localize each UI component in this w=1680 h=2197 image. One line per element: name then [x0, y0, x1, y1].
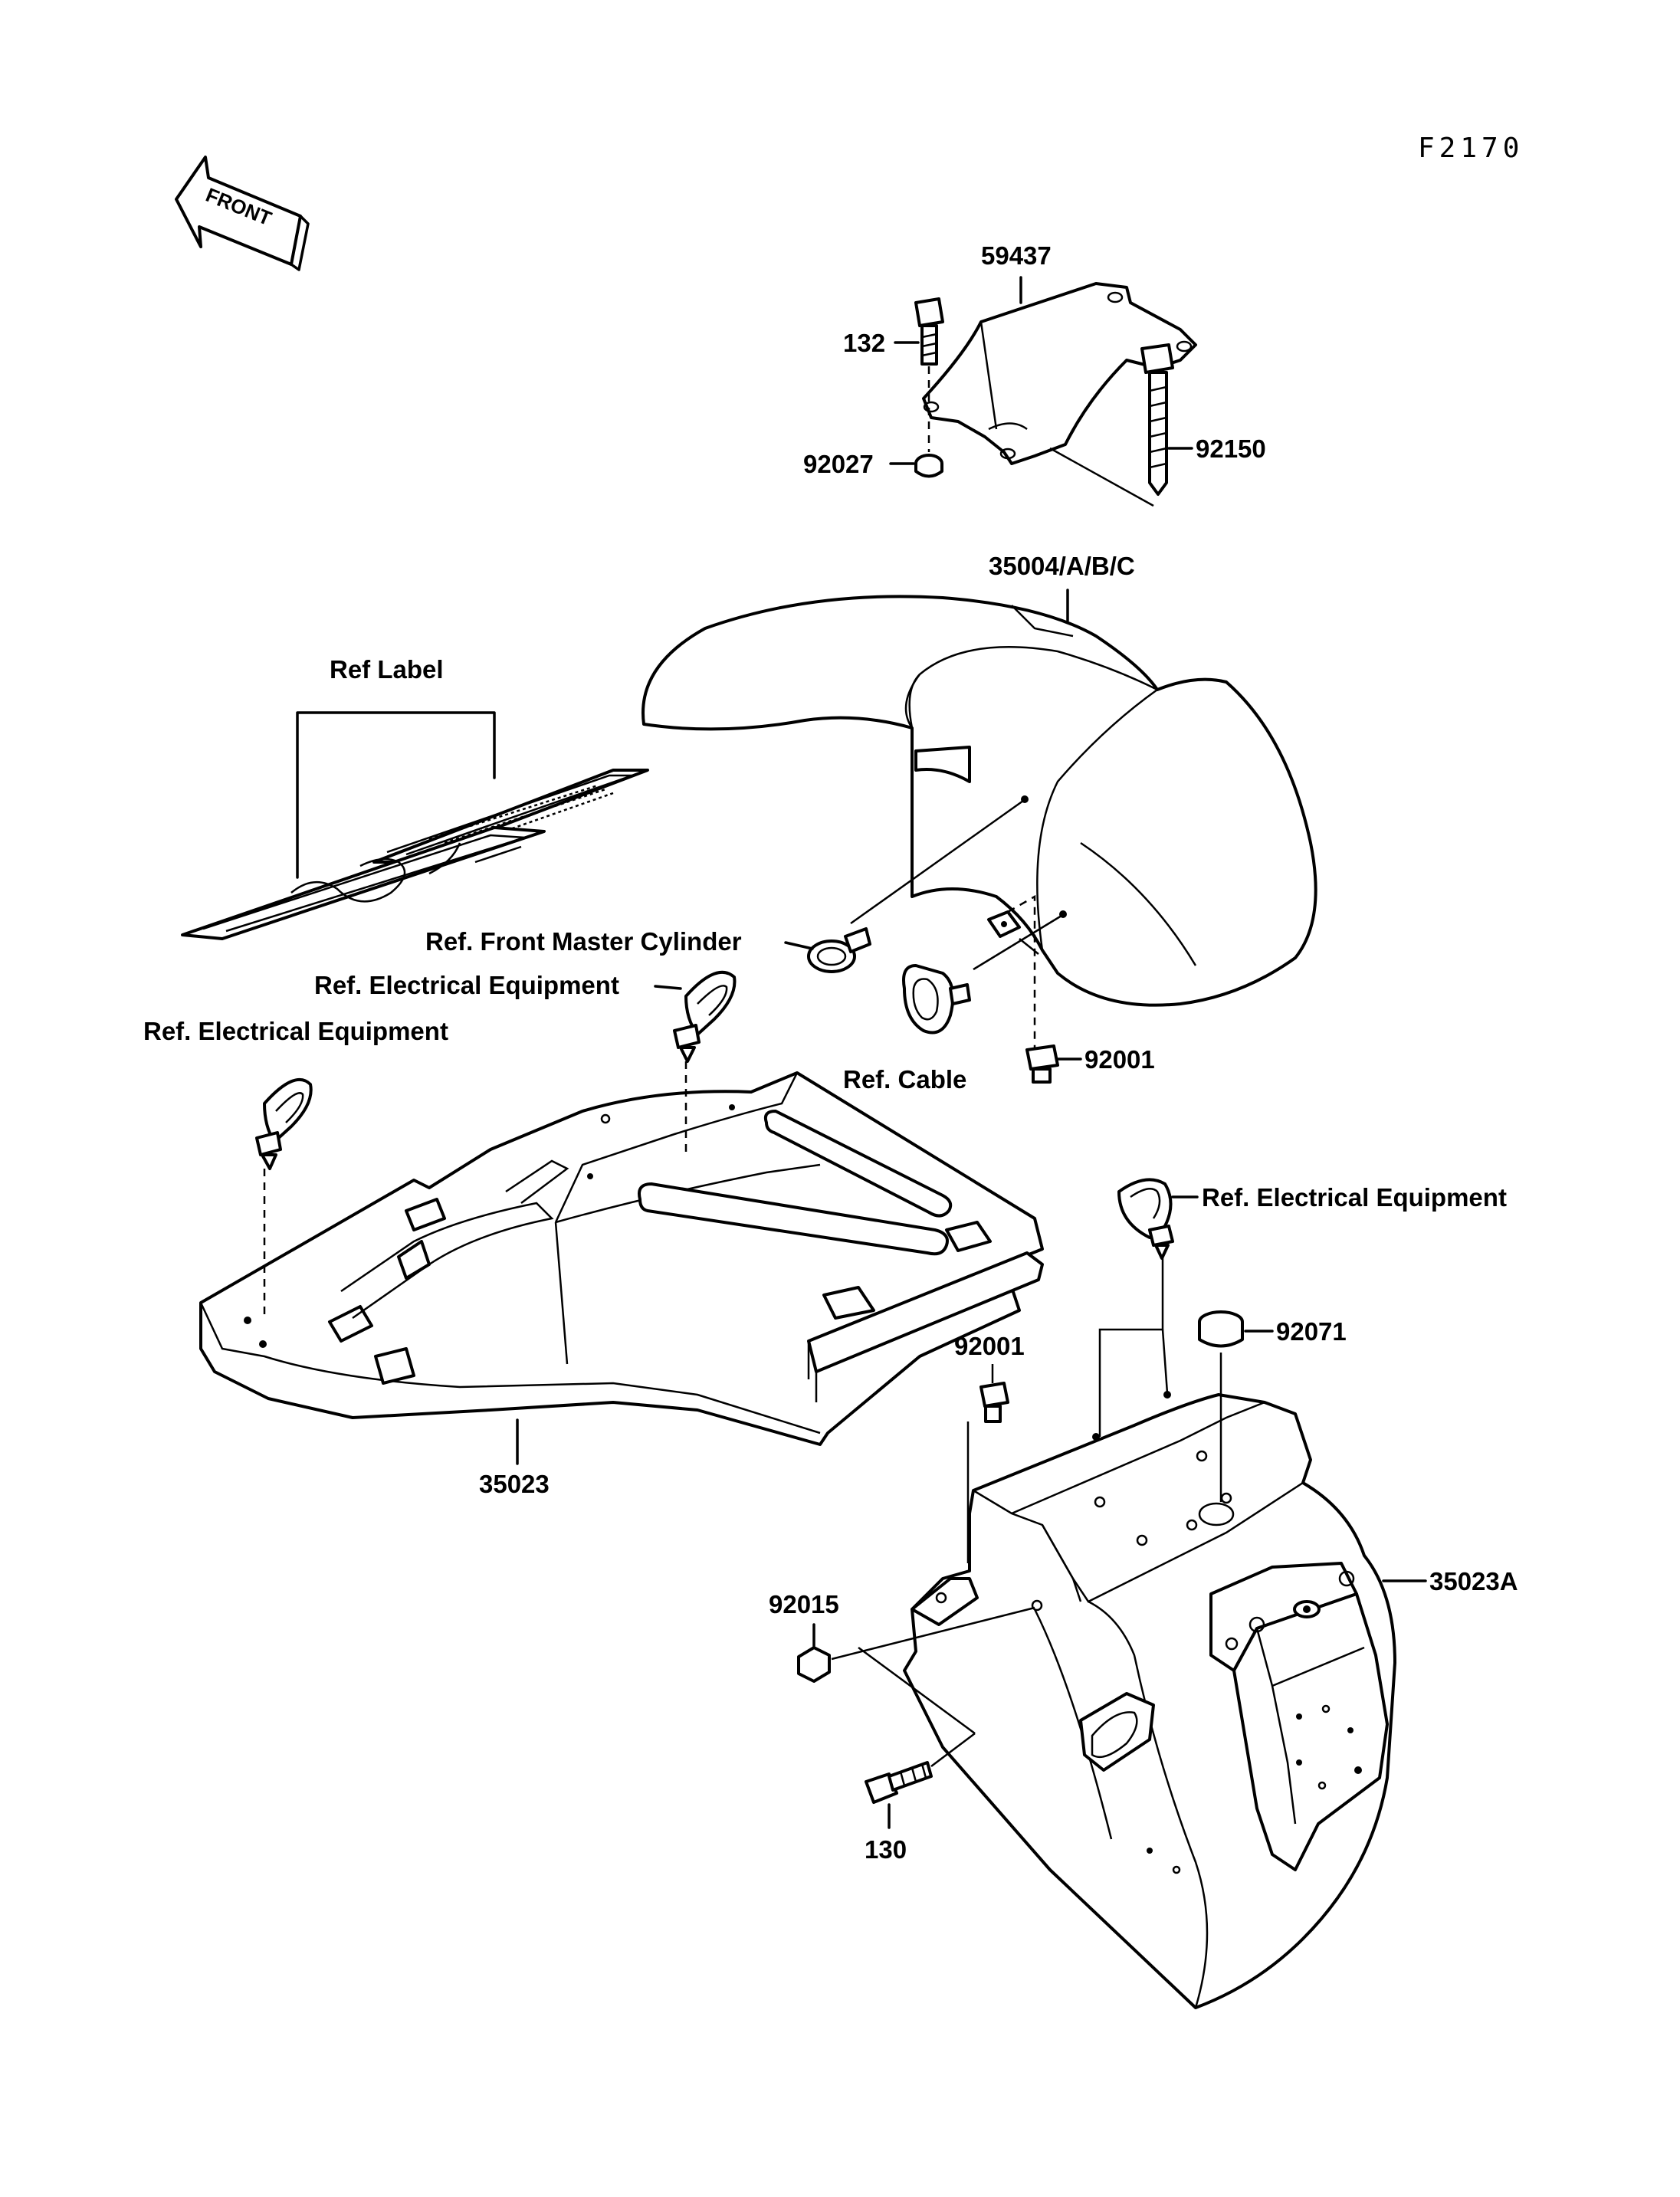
bolt-92001-lower-icon	[979, 1382, 1009, 1423]
ref-label-text: Ref Label	[330, 655, 444, 684]
part-number-132: 132	[843, 329, 885, 357]
figure-code: F2170	[1418, 133, 1524, 164]
part-number-92001-upper: 92001	[1084, 1045, 1155, 1074]
part-number-92015: 92015	[769, 1590, 839, 1618]
ref-electrical-equipment-right-text: Ref. Electrical Equipment	[1202, 1183, 1507, 1212]
part-number-35023A: 35023A	[1429, 1567, 1518, 1595]
part-number-92027: 92027	[803, 450, 874, 478]
cable-guide-icon	[902, 964, 971, 1035]
bolt-130-icon	[865, 1761, 933, 1804]
fender-tab-icon	[987, 910, 1021, 938]
bracket-59437	[922, 282, 1197, 465]
part-number-92150: 92150	[1196, 434, 1266, 463]
clamp-icon	[807, 927, 871, 973]
ref-front-master-cylinder-text: Ref. Front Master Cylinder	[425, 927, 742, 956]
rear-fender-35023A	[903, 1391, 1396, 2009]
part-number-35004: 35004/A/B/C	[989, 552, 1135, 580]
ref-electrical-equipment-center-text: Ref. Electrical Equipment	[314, 971, 619, 999]
front-fender-35004	[641, 595, 1317, 1007]
wire-clamp-right-icon	[1117, 1178, 1174, 1260]
part-number-59437: 59437	[981, 241, 1052, 270]
part-number-35023: 35023	[479, 1470, 550, 1498]
wire-clamp-center-icon	[673, 970, 737, 1063]
inner-fender-35023	[199, 1071, 1044, 1446]
washer-92027-icon	[914, 454, 943, 478]
front-arrow-icon: FRONT	[175, 156, 310, 271]
part-number-92001-lower: 92001	[954, 1332, 1025, 1360]
bolt-92150-icon	[1140, 343, 1174, 496]
ref-label-stickers	[181, 769, 649, 940]
part-number-130: 130	[865, 1835, 907, 1864]
ref-cable-text: Ref. Cable	[843, 1065, 966, 1094]
bolt-92001-upper-icon	[1025, 1044, 1059, 1084]
ref-electrical-equipment-left-text: Ref. Electrical Equipment	[143, 1017, 448, 1045]
nut-92015-icon	[797, 1646, 831, 1683]
bolt-132-icon	[914, 297, 944, 366]
grommet-92071-icon	[1198, 1310, 1244, 1348]
wire-clamp-left-icon	[255, 1077, 313, 1170]
part-number-92071: 92071	[1276, 1317, 1347, 1346]
